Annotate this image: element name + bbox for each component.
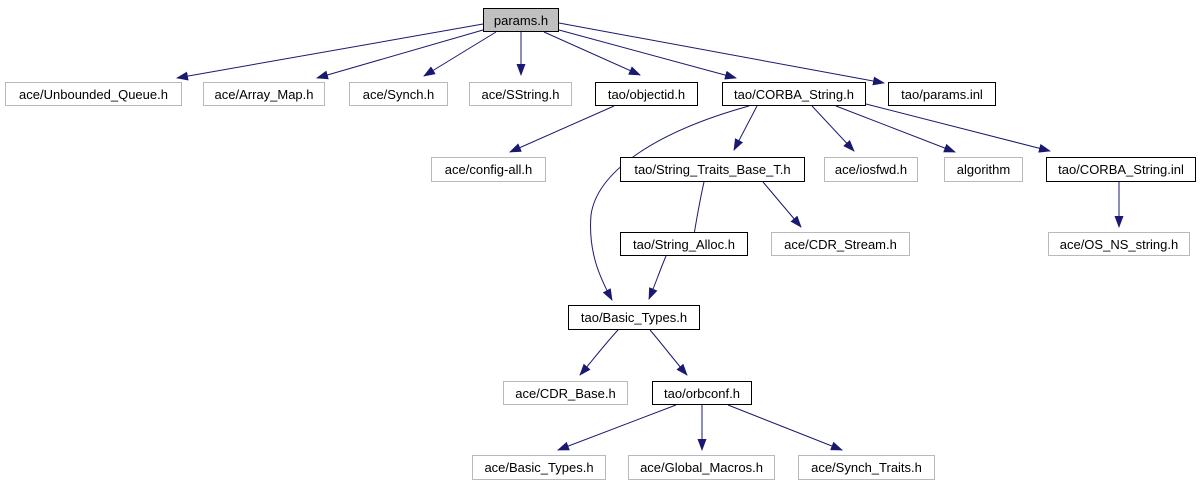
graph-node-ace-array-map-h: ace/Array_Map.h <box>203 82 325 106</box>
edge-params-h-to-tao-corba-string-h <box>558 29 737 80</box>
edge-tao-corba-string-h-to-tao-string-traits-base-t-h <box>733 105 758 151</box>
edge-tao-corba-string-h-to-tao-corba-string-inl <box>865 103 1051 153</box>
edge-params-h-to-ace-synch-h <box>423 31 497 77</box>
graph-node-ace-iosfwd-h: ace/iosfwd.h <box>824 157 918 182</box>
graph-node-label: ace/iosfwd.h <box>834 162 908 177</box>
graph-node-ace-synch-traits-h: ace/Synch_Traits.h <box>798 455 935 480</box>
edge-tao-basic-types-h-to-ace-cdr-base-h <box>579 329 619 376</box>
edge-params-h-to-ace-array-map-h <box>316 29 484 80</box>
graph-node-tao-basic-types-h[interactable]: tao/Basic_Types.h <box>568 305 700 330</box>
edge-params-h-to-tao-objectid-h <box>543 31 641 76</box>
graph-node-label: params.h <box>493 12 549 28</box>
graph-node-label: tao/orbconf.h <box>664 385 740 401</box>
graph-node-label: tao/CORBA_String.inl <box>1058 162 1184 177</box>
graph-node-tao-corba-string-inl[interactable]: tao/CORBA_String.inl <box>1046 157 1196 182</box>
graph-node-params-h[interactable]: params.h <box>483 8 559 32</box>
edge-tao-orbconf-h-to-ace-synch-traits-h <box>727 404 843 451</box>
graph-node-label: ace/SString.h <box>481 86 560 102</box>
graph-node-label: ace/CDR_Stream.h <box>784 236 897 252</box>
edge-tao-basic-types-h-to-tao-orbconf-h <box>649 329 688 376</box>
graph-node-label: tao/String_Traits_Base_T.h <box>634 162 791 177</box>
graph-node-label: ace/Synch.h <box>362 86 435 102</box>
graph-node-ace-os-ns-string-h: ace/OS_NS_string.h <box>1048 232 1190 256</box>
graph-node-label: ace/Basic_Types.h <box>484 460 594 475</box>
graph-node-label: ace/Array_Map.h <box>214 86 314 102</box>
graph-node-label: algorithm <box>956 162 1011 177</box>
graph-node-ace-cdr-stream-h: ace/CDR_Stream.h <box>771 232 910 256</box>
edge-tao-objectid-h-to-ace-config-all-h <box>509 105 615 153</box>
graph-node-ace-config-all-h: ace/config-all.h <box>431 157 546 182</box>
graph-node-label: ace/CDR_Base.h <box>515 385 616 401</box>
graph-node-algorithm: algorithm <box>944 157 1023 182</box>
edge-tao-orbconf-h-to-ace-basic-types-h <box>557 404 677 451</box>
graph-node-label: ace/OS_NS_string.h <box>1059 236 1179 252</box>
graph-node-label: tao/Basic_Types.h <box>580 310 688 325</box>
edge-tao-corba-string-h-to-tao-basic-types-h <box>590 105 750 301</box>
graph-node-label: ace/config-all.h <box>444 162 533 177</box>
graph-node-tao-orbconf-h[interactable]: tao/orbconf.h <box>652 381 752 405</box>
edge-params-h-to-ace-unbounded-queue-h <box>176 23 484 81</box>
graph-node-ace-basic-types-h: ace/Basic_Types.h <box>472 455 606 480</box>
graph-node-tao-params-inl[interactable]: tao/params.inl <box>888 82 996 106</box>
graph-node-label: ace/Global_Macros.h <box>640 460 763 475</box>
graph-node-ace-sstring-h: ace/SString.h <box>469 82 572 106</box>
graph-node-label: tao/CORBA_String.h <box>734 86 854 102</box>
graph-node-label: tao/objectid.h <box>607 86 686 102</box>
graph-node-label: ace/Unbounded_Queue.h <box>19 86 168 102</box>
edge-tao-corba-string-h-to-algorithm <box>835 105 956 153</box>
graph-node-label: ace/Synch_Traits.h <box>811 460 922 475</box>
edge-params-h-to-tao-params-inl <box>558 22 885 86</box>
graph-node-tao-objectid-h[interactable]: tao/objectid.h <box>595 82 698 106</box>
edge-tao-string-alloc-h-to-tao-basic-types-h <box>648 255 667 300</box>
graph-node-ace-cdr-base-h: ace/CDR_Base.h <box>503 381 628 405</box>
graph-node-ace-unbounded-queue-h: ace/Unbounded_Queue.h <box>5 82 182 106</box>
graph-node-ace-synch-h: ace/Synch.h <box>349 82 448 106</box>
edge-tao-corba-string-h-to-ace-iosfwd-h <box>811 105 855 152</box>
graph-node-label: tao/params.inl <box>901 86 983 102</box>
graph-node-tao-corba-string-h[interactable]: tao/CORBA_String.h <box>722 82 866 106</box>
graph-node-label: tao/String_Alloc.h <box>633 236 735 252</box>
graph-node-tao-string-alloc-h[interactable]: tao/String_Alloc.h <box>620 232 748 256</box>
graph-node-ace-global-macros-h: ace/Global_Macros.h <box>628 455 775 480</box>
graph-node-tao-string-traits-base-t-h[interactable]: tao/String_Traits_Base_T.h <box>620 157 805 182</box>
edge-tao-string-traits-base-t-h-to-ace-cdr-stream-h <box>762 181 802 228</box>
